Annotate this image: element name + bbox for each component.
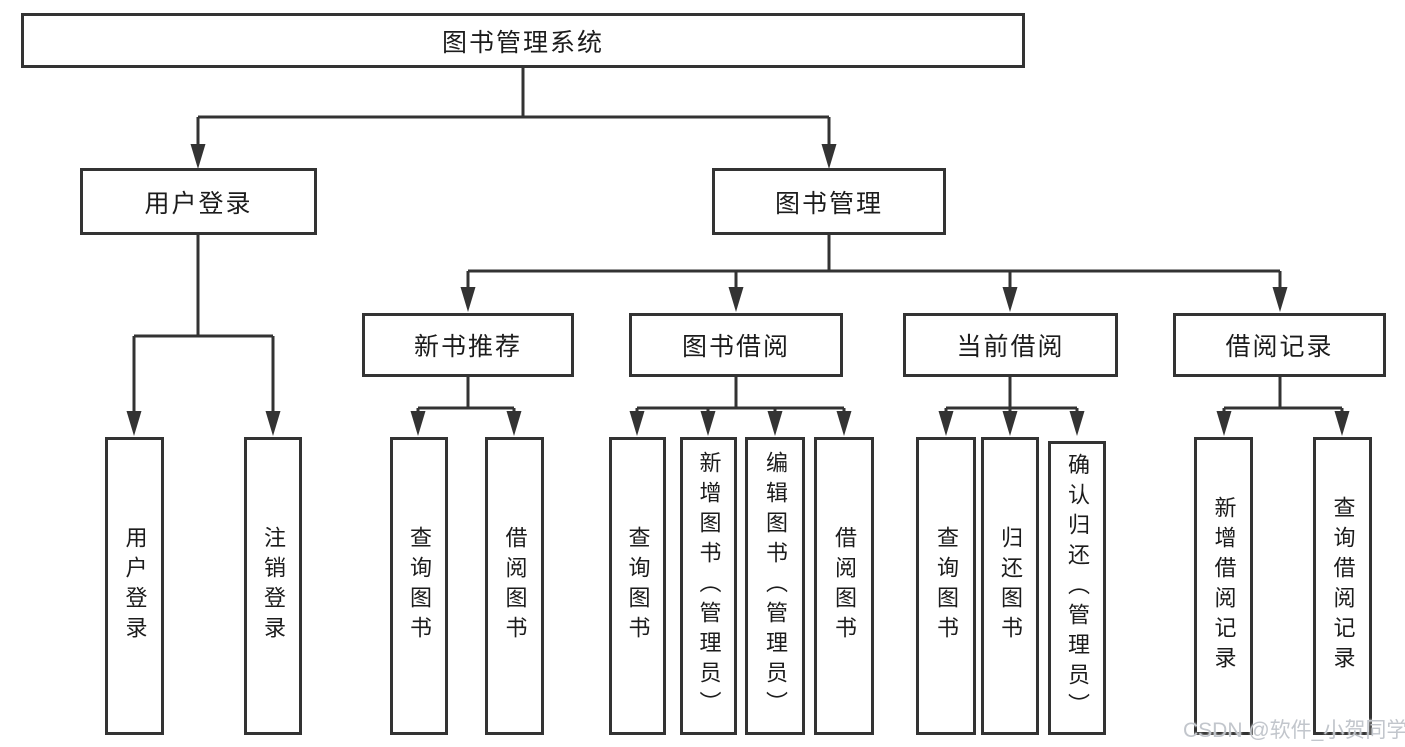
csdn-watermark: CSDN @软件_小贺同学 [1183,719,1405,742]
node-leaf-query-books-borrow: 查询图书 [609,437,666,735]
connector-root-to-level2 [190,68,837,169]
node-leaf-user-login: 用户登录 [105,437,164,735]
node-user-login: 用户登录 [80,168,317,235]
node-current-borrow: 当前借阅 [903,313,1118,377]
connector-currentborrow-to-children [938,377,1085,436]
node-leaf-query-books-recommend: 查询图书 [390,437,448,735]
connector-userlogin-to-children [126,235,281,436]
node-leaf-return-book: 归还图书 [981,437,1039,735]
node-system-root: 图书管理系统 [21,13,1025,68]
node-book-management: 图书管理 [712,168,946,235]
node-leaf-confirm-return-admin: 确认归还（管理员） [1048,441,1106,735]
connector-borrowrecords-to-children [1216,377,1350,436]
node-book-borrow: 图书借阅 [629,313,843,377]
connector-bookmgmt-to-level3 [460,235,1288,312]
node-leaf-borrow-books-recommend: 借阅图书 [485,437,544,735]
node-new-book-recommend: 新书推荐 [362,313,574,377]
node-leaf-query-books-current: 查询图书 [916,437,976,735]
connector-bookborrow-to-children [629,377,852,436]
node-leaf-query-borrow-record: 查询借阅记录 [1313,437,1372,735]
connector-newbook-to-children [410,377,522,436]
node-borrow-records: 借阅记录 [1173,313,1386,377]
node-leaf-logout: 注销登录 [244,437,302,735]
node-leaf-borrow-books: 借阅图书 [814,437,874,735]
node-leaf-add-book-admin: 新增图书（管理员） [680,437,737,735]
node-leaf-edit-book-admin: 编辑图书（管理员） [745,437,805,735]
node-leaf-add-borrow-record: 新增借阅记录 [1194,437,1253,735]
